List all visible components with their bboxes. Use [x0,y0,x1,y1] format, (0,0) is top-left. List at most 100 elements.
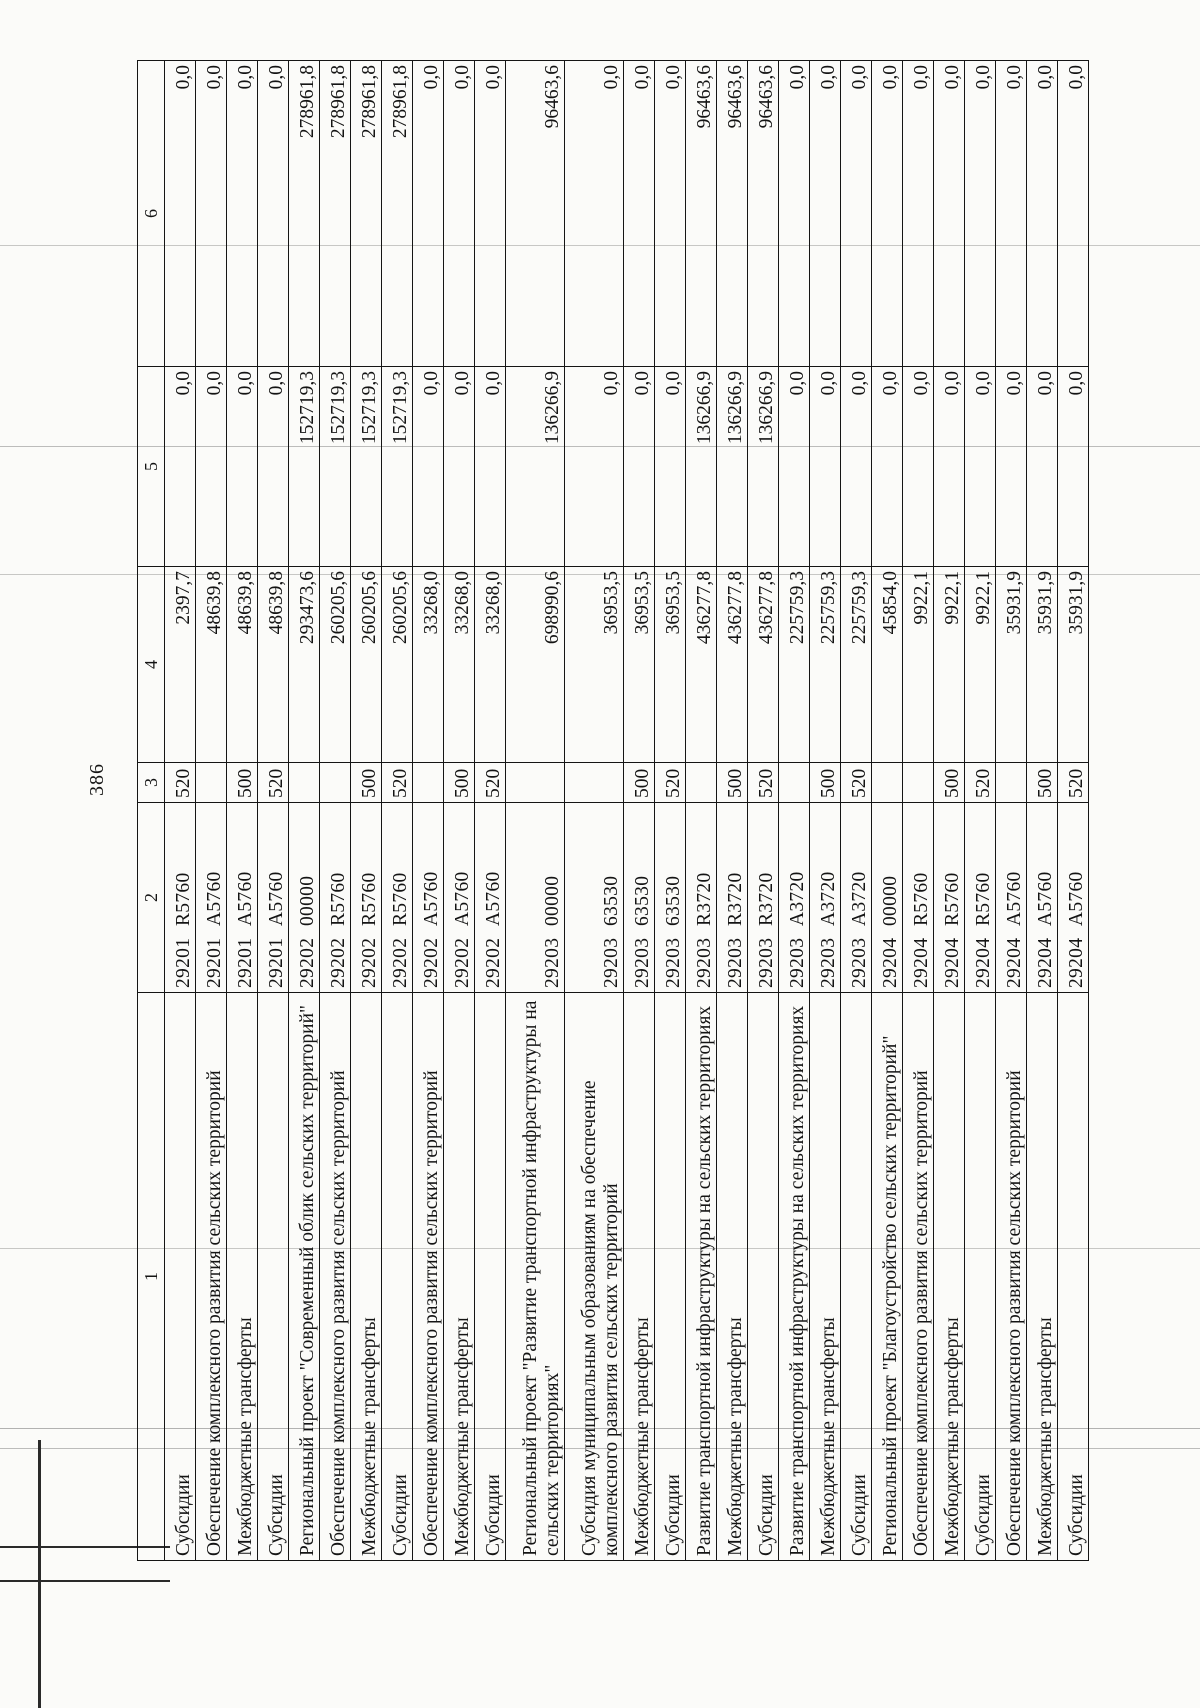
row-code-section: 29204 [1035,937,1057,988]
row-amount-c4: 35931,9 [995,566,1027,763]
table-row: Субсидия муниципальным образованиям на о… [564,60,624,1561]
row-amount-c5: 0,0 [443,366,475,567]
row-code: 29202A5760 [443,802,475,993]
row-amount-c5: 136266,9 [505,366,565,567]
scan-streak-line [0,574,1200,575]
row-amount-c6: 96463,6 [747,60,779,367]
row-amount-c6: 96463,6 [716,60,748,367]
row-amount-c6: 0,0 [564,60,624,367]
row-amount-c4: 48639,8 [257,566,289,763]
row-code: 29204A5760 [995,802,1027,993]
row-code-section: 29203 [663,937,685,988]
row-amount-c5: 0,0 [564,366,624,567]
table-row: Региональный проект "Современный облик с… [288,60,320,1561]
column-header: 2 [137,802,165,993]
row-amount-c6: 0,0 [474,60,506,367]
row-expense-type: 520 [654,762,686,803]
row-amount-c5: 0,0 [840,366,872,567]
row-amount-c6: 0,0 [902,60,934,367]
row-code-item: A3720 [849,871,871,926]
row-expense-type: 500 [443,762,475,803]
row-amount-c6: 0,0 [995,60,1027,367]
row-amount-c4: 260205,6 [350,566,382,763]
scan-edge-line [38,1440,41,1708]
row-amount-c4: 33268,0 [443,566,475,763]
row-expense-type: 520 [381,762,413,803]
row-code-section: 29204 [911,937,933,988]
row-code-item: A5760 [1035,871,1057,926]
row-code-section: 29203 [694,937,716,988]
row-amount-c4: 293473,6 [288,566,320,763]
row-code: 29202A5760 [474,802,506,993]
row-name: Обеспечение комплексного развития сельск… [412,992,444,1561]
row-name: Субсидии [747,992,779,1561]
row-amount-c4: 436277,8 [747,566,779,763]
row-name: Региональный проект "Развитие транспортн… [505,992,565,1561]
row-amount-c6: 0,0 [226,60,258,367]
row-amount-c6: 96463,6 [685,60,717,367]
row-code-item: A3720 [818,871,840,926]
row-amount-c4: 48639,8 [195,566,227,763]
row-code: 29201A5760 [257,802,289,993]
row-code-item: 00000 [880,875,902,926]
row-amount-c6: 278961,8 [350,60,382,367]
row-amount-c5: 136266,9 [685,366,717,567]
row-expense-type: 520 [474,762,506,803]
row-expense-type [871,762,903,803]
row-name: Межбюджетные трансферты [350,992,382,1561]
row-name: Обеспечение комплексного развития сельск… [902,992,934,1561]
row-code: 29203A3720 [840,802,872,993]
row-code-section: 29203 [542,937,564,988]
table-row: Региональный проект "Развитие транспортн… [505,60,565,1561]
row-amount-c4: 260205,6 [381,566,413,763]
row-name: Межбюджетные трансферты [226,992,258,1561]
row-code-section: 29204 [942,937,964,988]
row-amount-c4: 36953,5 [623,566,655,763]
row-amount-c5: 152719,3 [319,366,351,567]
row-amount-c5: 0,0 [474,366,506,567]
row-code-item: R5760 [390,872,412,926]
row-name: Развитие транспортной инфраструктуры на … [778,992,810,1561]
row-code: 2920363530 [654,802,686,993]
scan-edge-line [0,1546,170,1548]
row-expense-type [564,762,624,803]
row-code: 2920363530 [564,802,624,993]
row-code: 29203A3720 [778,802,810,993]
table-row: Региональный проект "Благоустройство сел… [871,60,903,1561]
row-code-section: 29201 [235,937,257,988]
row-amount-c4: 35931,9 [1057,566,1089,763]
row-code-item: R5760 [173,872,195,926]
row-amount-c4: 48639,8 [226,566,258,763]
table-row: Обеспечение комплексного развития сельск… [995,60,1027,1561]
row-amount-c4: 225759,3 [840,566,872,763]
row-code-section: 29203 [725,937,747,988]
row-amount-c6: 0,0 [412,60,444,367]
row-amount-c6: 0,0 [1057,60,1089,367]
row-code-item: A5760 [1066,871,1088,926]
row-amount-c5: 136266,9 [747,366,779,567]
column-header: 6 [137,60,165,367]
scan-edge-line [0,1580,170,1582]
row-amount-c4: 436277,8 [716,566,748,763]
row-amount-c4: 2397,7 [164,566,196,763]
row-amount-c5: 0,0 [995,366,1027,567]
row-code-item: 63530 [601,875,623,926]
row-name: Обеспечение комплексного развития сельск… [319,992,351,1561]
table-header-row: 1 2 3 4 5 6 [137,60,165,1561]
row-amount-c6: 0,0 [778,60,810,367]
row-name: Развитие транспортной инфраструктуры на … [685,992,717,1561]
row-amount-c6: 0,0 [1026,60,1058,367]
row-amount-c5: 0,0 [623,366,655,567]
row-code-section: 29203 [756,937,778,988]
page-number: 386 [86,763,108,796]
row-expense-type [902,762,934,803]
row-amount-c6: 0,0 [840,60,872,367]
row-code-section: 29202 [421,937,443,988]
